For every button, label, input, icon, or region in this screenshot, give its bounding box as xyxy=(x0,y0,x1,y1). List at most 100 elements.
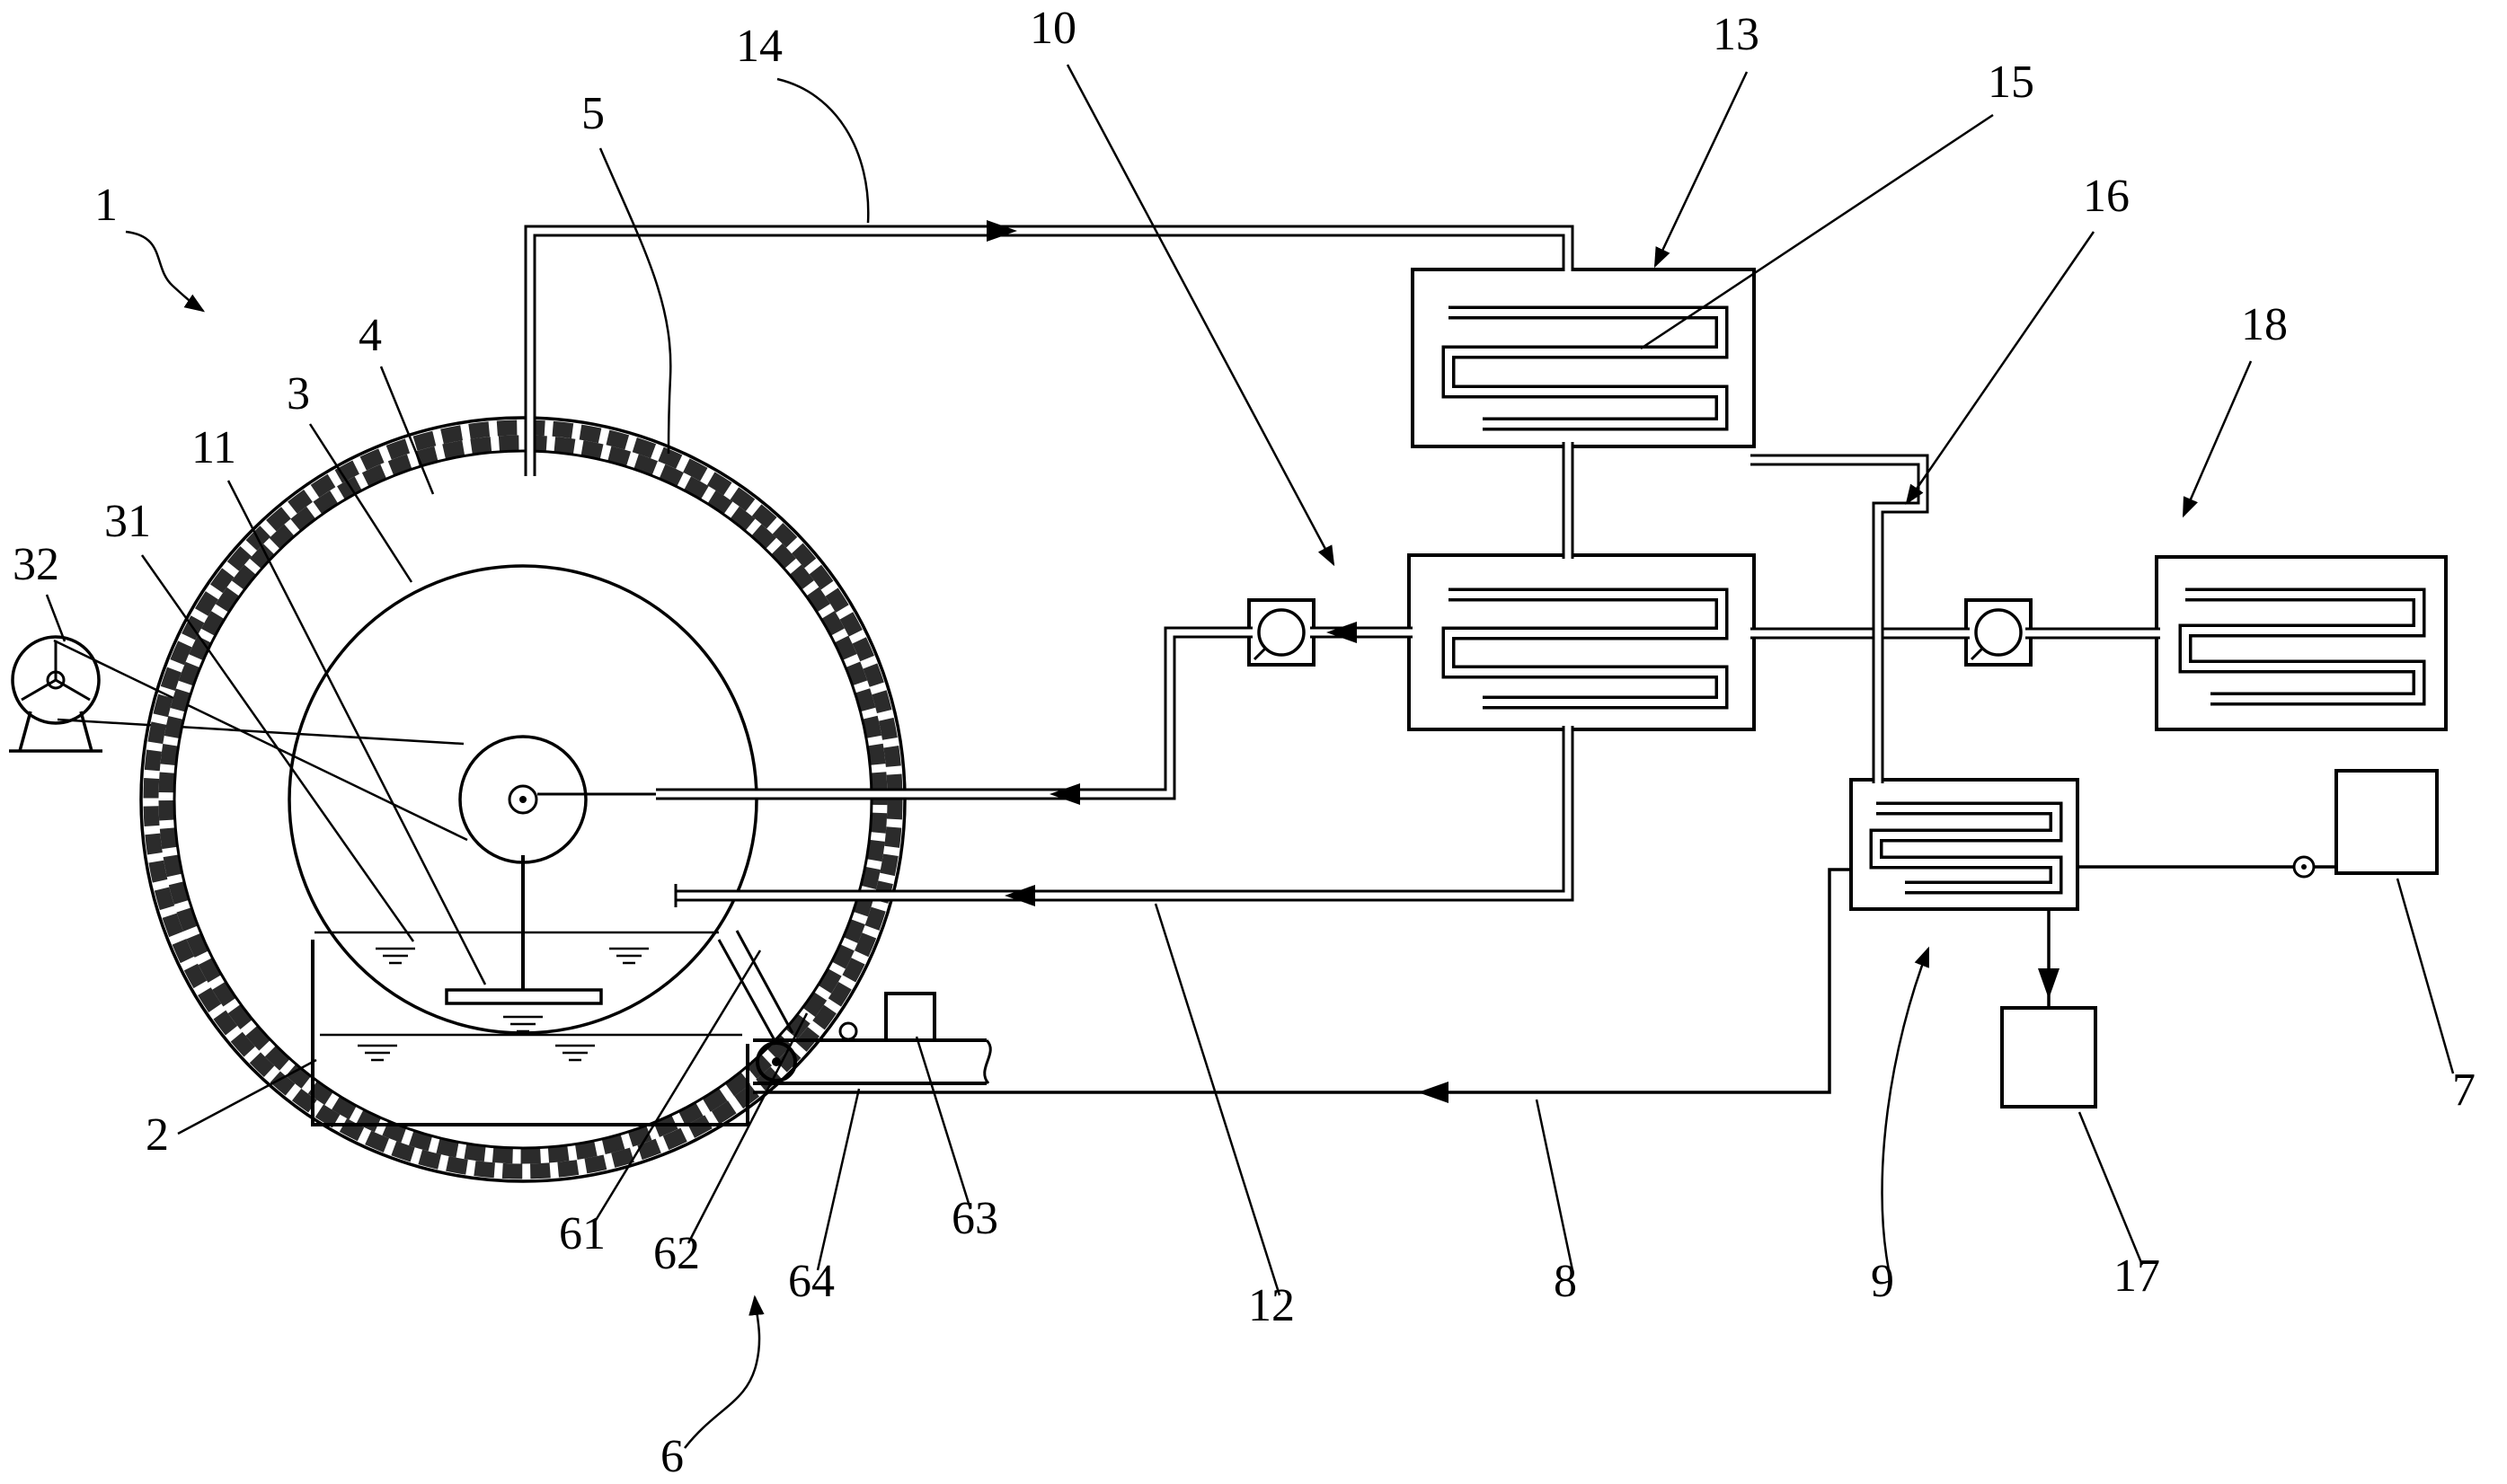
heat-exchanger-middle xyxy=(1407,553,1756,731)
leader-10 xyxy=(1066,64,1335,567)
ref-label-15: 15 xyxy=(1988,57,2034,108)
leader-18 xyxy=(2182,360,2253,518)
leader-6 xyxy=(684,1294,765,1449)
flow-arrow-left xyxy=(1418,1082,1448,1103)
ref-label-8: 8 xyxy=(1554,1256,1577,1307)
ref-label-1: 1 xyxy=(94,180,118,231)
conveyor-motor-box xyxy=(884,992,936,1042)
ref-label-61: 61 xyxy=(559,1208,606,1259)
ref-label-63: 63 xyxy=(952,1193,998,1244)
ref-label-17: 17 xyxy=(2113,1250,2160,1302)
flow-arrow-left xyxy=(1326,622,1357,643)
water-mark xyxy=(555,1044,595,1062)
ref-label-13: 13 xyxy=(1713,9,1759,60)
leader-5 xyxy=(598,147,672,455)
reference-labels: 1 32 31 11 3 4 5 14 10 13 15 16 18 2 61 … xyxy=(13,3,2476,1482)
pump-right xyxy=(1964,598,2033,667)
leader-64 xyxy=(816,1088,861,1271)
leader-63 xyxy=(915,1036,972,1210)
flow-arrows xyxy=(987,220,2060,1103)
ref-label-31: 31 xyxy=(104,496,151,547)
ref-label-10: 10 xyxy=(1030,3,1076,54)
belt-line-upper xyxy=(53,639,468,842)
leader-9 xyxy=(1881,946,1930,1271)
ref-label-6: 6 xyxy=(660,1431,684,1482)
box-17 xyxy=(2000,1006,2097,1109)
conveyor-drive-wheel xyxy=(756,1041,797,1082)
ref-label-14: 14 xyxy=(736,21,783,72)
ref-label-3: 3 xyxy=(287,368,310,420)
chute-line xyxy=(717,939,776,1041)
coil-right-exchanger xyxy=(2178,587,2426,706)
flow-arrow-down xyxy=(2038,968,2060,999)
water-mark xyxy=(609,947,649,965)
heat-exchanger-right xyxy=(2155,555,2448,731)
pump-impeller xyxy=(1257,608,1306,657)
piping xyxy=(524,225,2160,907)
chute-line xyxy=(735,930,794,1034)
heat-exchanger-top xyxy=(1411,268,1756,448)
conveyor-pivot xyxy=(838,1021,858,1041)
pipe-8-return-line xyxy=(753,868,1851,1094)
ref-label-2: 2 xyxy=(146,1109,169,1161)
coil-lower-exchanger xyxy=(1869,801,2063,895)
leader-31 xyxy=(140,554,415,942)
heat-exchanger-lower xyxy=(1849,778,2079,911)
leader-2 xyxy=(177,1058,317,1135)
flow-arrow-left xyxy=(1050,783,1080,805)
water-mark xyxy=(503,1015,543,1033)
ref-label-16: 16 xyxy=(2083,171,2130,222)
box-7 xyxy=(2334,769,2439,875)
pump-impeller xyxy=(1974,608,2023,657)
ref-label-9: 9 xyxy=(1871,1256,1894,1307)
coil-middle-exchanger xyxy=(1441,587,1729,710)
leader-13 xyxy=(1653,71,1749,269)
pulley-wheel xyxy=(11,635,101,725)
leader-12 xyxy=(1154,903,1281,1296)
pipe-return-to-drum xyxy=(656,626,1253,800)
tube-break-mark xyxy=(983,1038,992,1084)
water-mark xyxy=(376,947,415,965)
belt-line-lower xyxy=(57,718,465,746)
leader-15 xyxy=(1640,113,1994,350)
ref-label-5: 5 xyxy=(581,88,605,139)
leader-lines xyxy=(45,64,2455,1449)
drum-hub-inner xyxy=(508,784,538,815)
pulley-stand xyxy=(9,711,102,753)
leader-11 xyxy=(226,480,487,985)
drum-axle-dot xyxy=(519,796,527,803)
drive-pulley xyxy=(9,635,468,842)
leader-61 xyxy=(593,950,762,1223)
ref-label-62: 62 xyxy=(653,1228,700,1279)
leader-4 xyxy=(379,366,435,495)
leader-62 xyxy=(687,1012,809,1244)
ref-label-11: 11 xyxy=(191,422,236,473)
agitator-paddle xyxy=(445,988,603,1005)
flow-arrow-right xyxy=(987,220,1017,242)
liquid-levels xyxy=(314,931,742,1062)
ref-label-7: 7 xyxy=(2452,1064,2476,1116)
coil-top-exchanger xyxy=(1441,305,1729,431)
leader-3 xyxy=(308,423,413,583)
ref-label-12: 12 xyxy=(1248,1280,1295,1331)
leader-17 xyxy=(2077,1111,2144,1266)
leader-8 xyxy=(1535,1099,1574,1271)
agitator xyxy=(445,855,603,1005)
coils xyxy=(1441,305,2426,895)
flow-arrow-left xyxy=(1005,885,1035,906)
leader-14 xyxy=(776,77,870,224)
pipe-12-lower-return xyxy=(676,726,1574,902)
leader-16 xyxy=(1905,231,2095,506)
leader-1 xyxy=(125,230,206,313)
leader-32 xyxy=(45,594,66,642)
water-mark xyxy=(358,1044,397,1062)
tank xyxy=(311,940,749,1126)
pump-left xyxy=(1247,598,1316,667)
ref-label-4: 4 xyxy=(359,310,382,361)
ref-label-32: 32 xyxy=(13,539,59,590)
ref-label-18: 18 xyxy=(2241,299,2288,350)
single-lines xyxy=(753,855,2336,1094)
ref-label-64: 64 xyxy=(788,1256,835,1307)
